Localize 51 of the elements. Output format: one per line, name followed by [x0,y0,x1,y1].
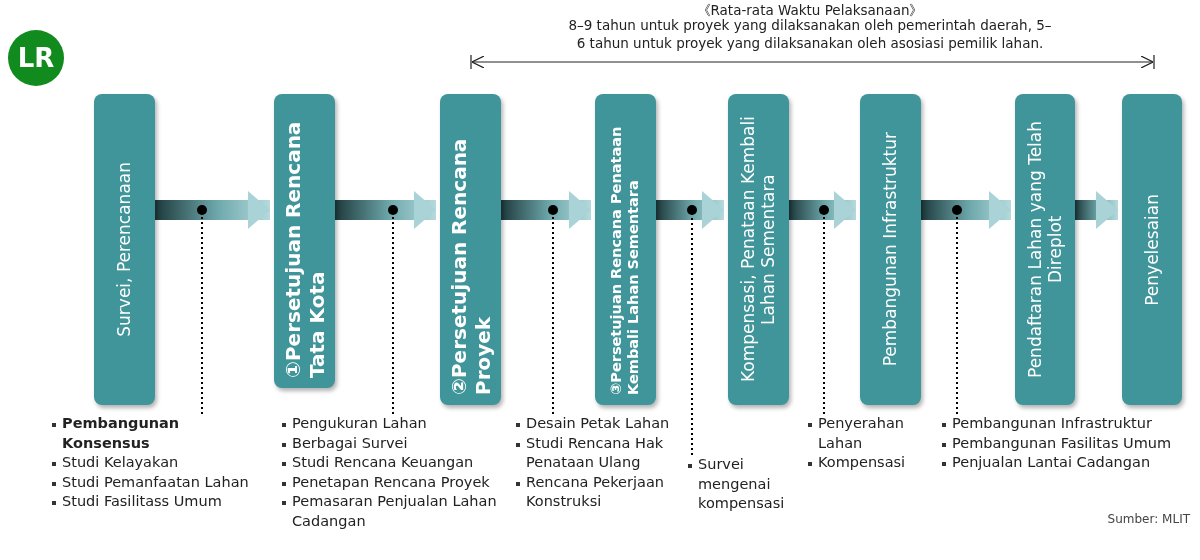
step-label: ②Persetujuan Rencana Proyek [446,137,495,395]
process-box [440,94,501,405]
list-item: Studi Rencana Keuangan [280,453,498,473]
source-note: Sumber: MLIT [1106,512,1190,528]
note-text: 8–9 tahun untuk proyek yang dilaksanakan oleh pemerintah daerah, 5–6 tahun untuk proyek yang dilaksanakan oleh asosiasi pemilik lahan. [567,17,1053,53]
arrow [789,191,856,229]
arrow [1075,191,1118,229]
section-badge: LR [8,30,64,86]
list-item: Studi Pemanfaatan Lahan [50,472,260,493]
list-item: Berbagai Survei [280,433,498,454]
list-item: Pembangunan Konsensus [50,414,260,454]
arrow [155,191,270,229]
list-item: Kompensasi [806,453,926,473]
process-box [1122,94,1182,405]
leader-line [197,205,207,415]
leader-line [952,205,962,415]
step-label: Pendaftaran Lahan yang Telah Direplot [1024,120,1066,380]
leader-line [687,205,697,456]
list-item: Desain Petak Lahan [514,414,686,434]
leader-line [819,205,829,415]
process-box [860,94,921,405]
step-label: ③Persetujuan Rencana Penataan Kembali Lahan Sementara [608,125,643,395]
process-box [595,94,656,405]
step-label: Survei, Perencanaan [114,162,135,337]
step-label: Penyelesaian [1141,193,1163,306]
arrow [656,191,724,229]
list-item: Studi Fasilitass Umum [50,492,260,512]
list-item: Penyerahan Lahan [806,414,926,454]
arrow [335,191,436,229]
list-item: Penetapan Rencana Proyek [280,472,498,493]
list-item: Survei mengenai kompensasi [686,455,798,514]
step-label: Kompensasi, Penataan Kembali Lahan Sementara [738,115,779,385]
list-item: Pembangunan Infrastruktur [940,414,1185,434]
note-heading: 《Rata-rata Waktu Pelaksanaan》 [695,2,925,19]
leader-line [548,205,558,415]
process-box [1015,94,1075,405]
list-item: Rencana Pekerjaan Konstruksi [514,472,686,512]
list-item: Pengukuran Lahan [280,414,498,434]
step-label: ①Persetujuan Rencana Tata Kota [280,120,329,378]
list-item: Pemasaran Penjualan Lahan Cadangan [280,492,498,532]
step-label: Pembangunan Infrastruktur [880,132,901,367]
process-box [274,94,335,388]
arrow [921,191,1011,229]
arrow [501,191,591,229]
leader-line [388,205,398,415]
list-item: Penjualan Lantai Cadangan [940,453,1185,473]
list-item: Pembangunan Fasilitas Umum [940,433,1185,454]
list-item: Studi Kelayakan [50,453,260,473]
process-box [94,94,155,405]
list-item: Studi Rencana Hak Penataan Ulang [514,433,686,473]
process-box [728,94,789,405]
